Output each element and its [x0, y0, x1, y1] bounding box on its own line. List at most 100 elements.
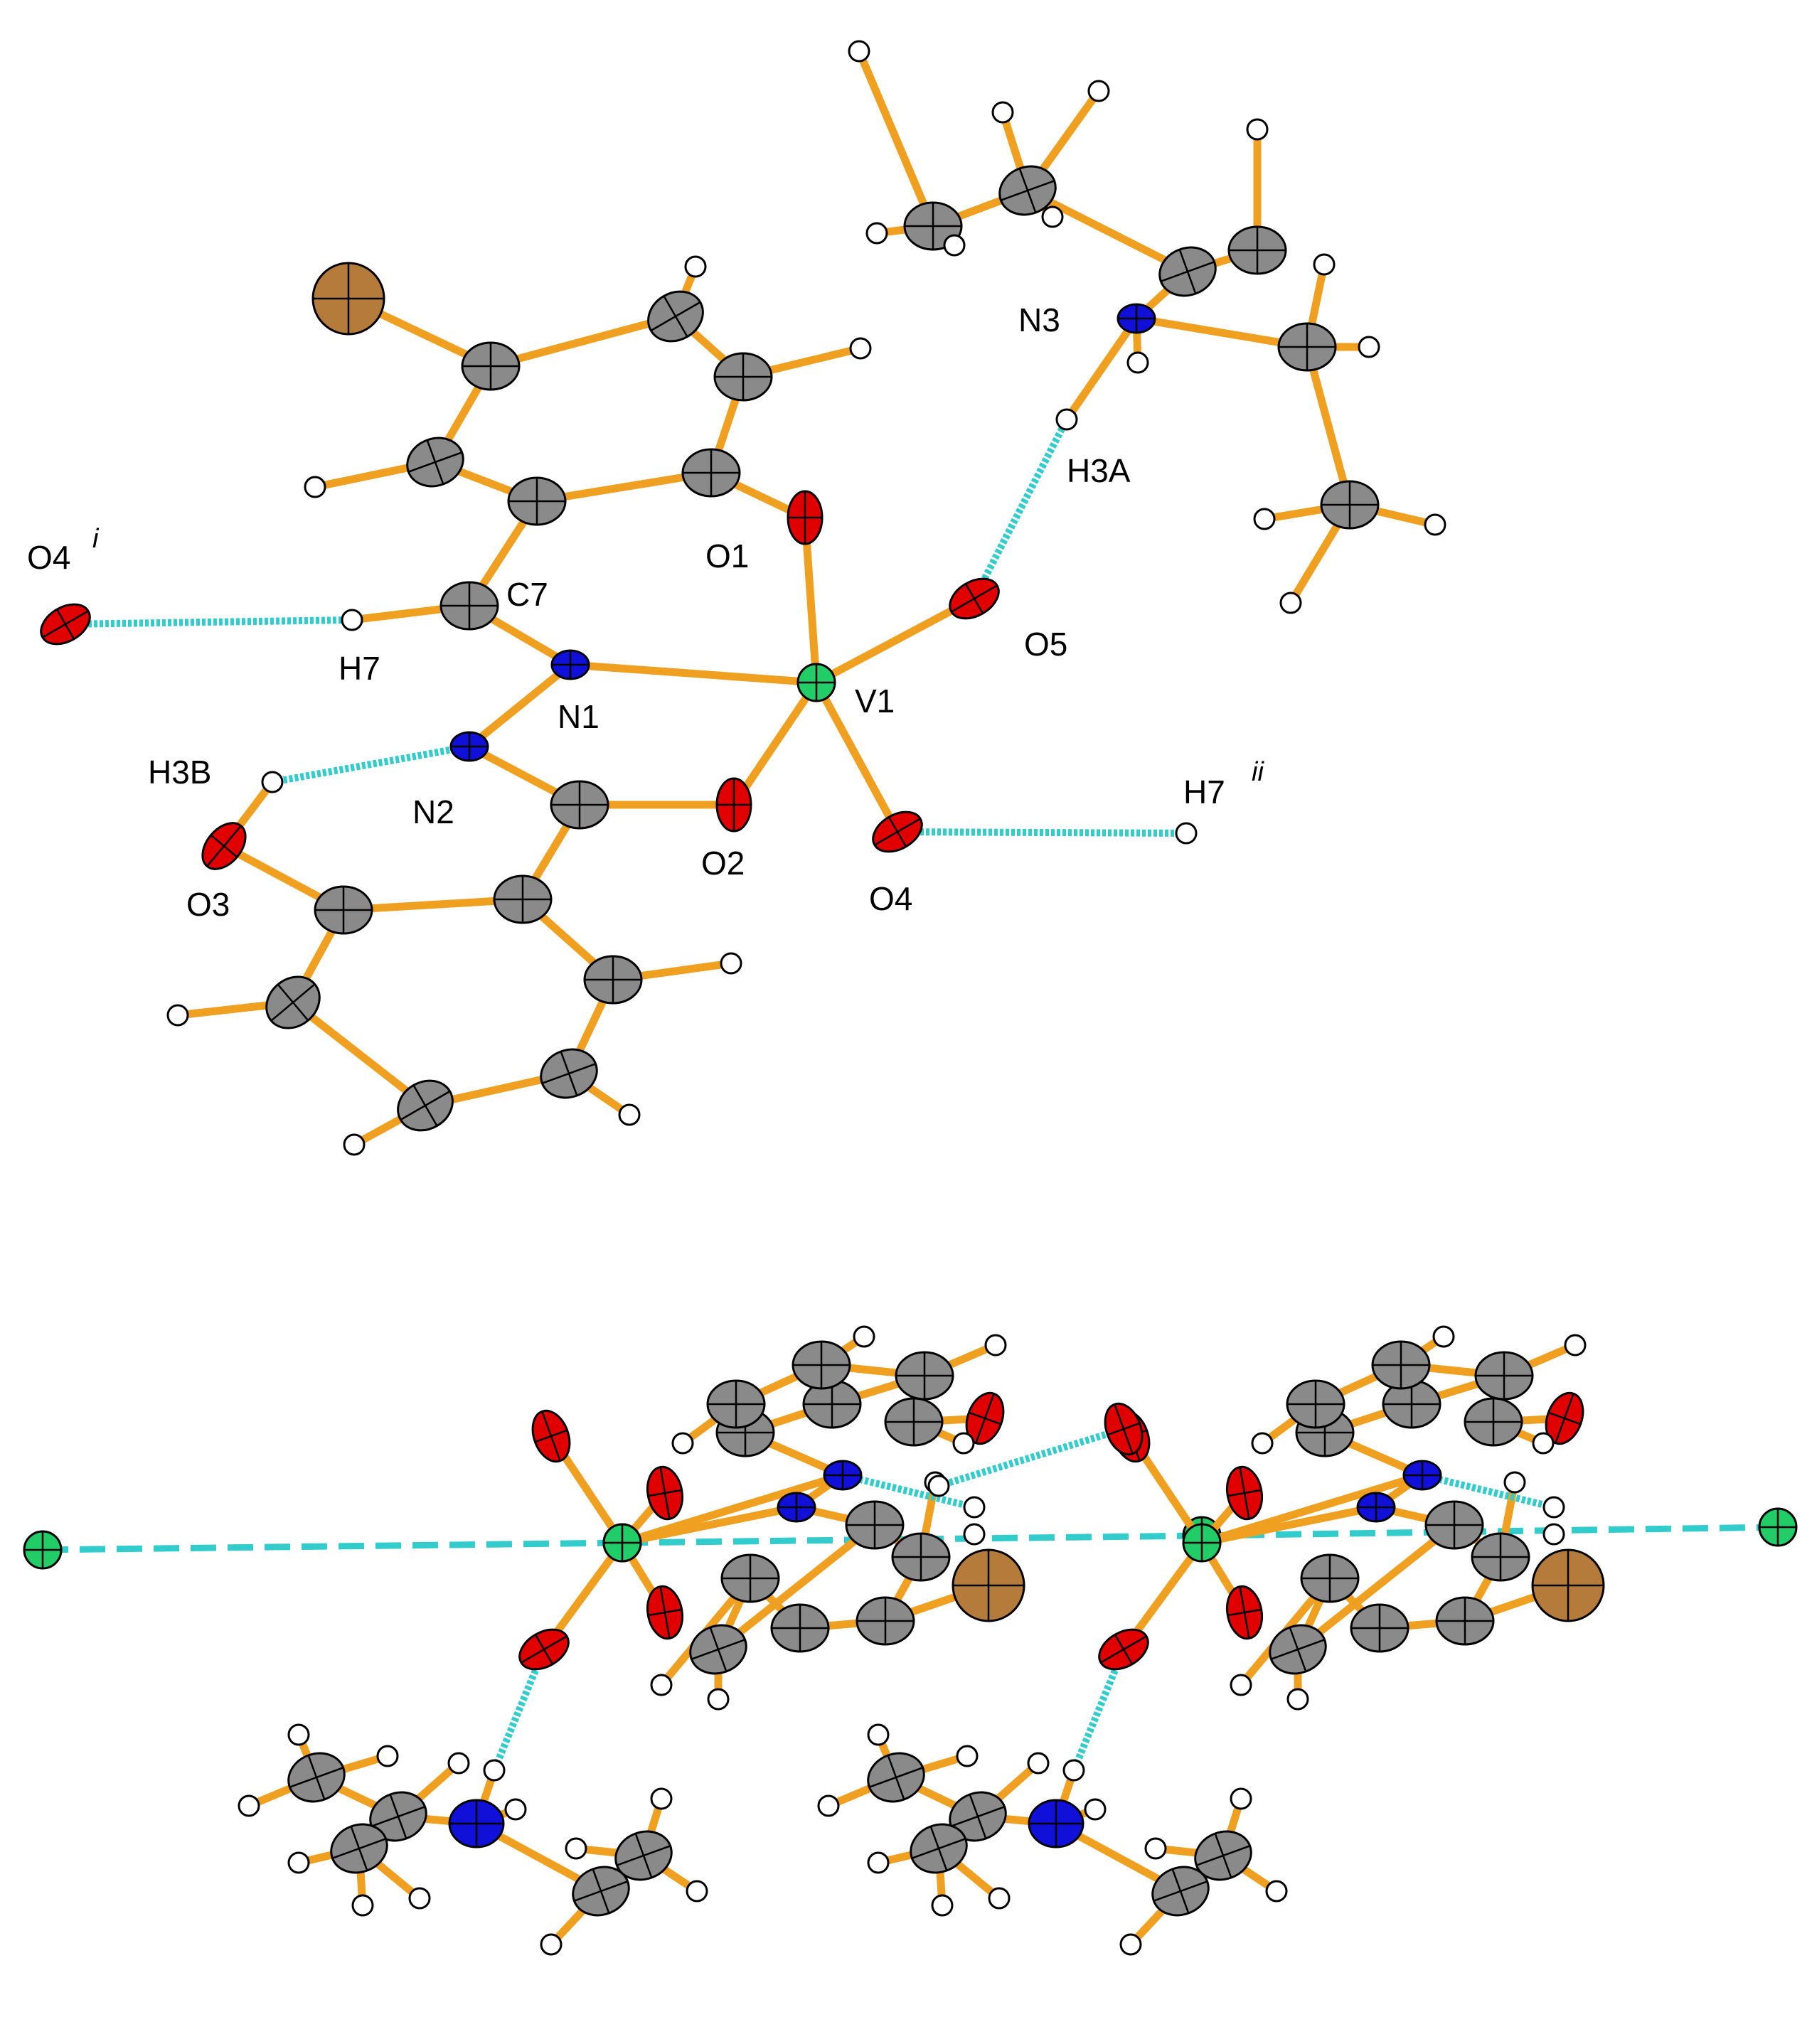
hydrogen-atom: [408, 1887, 431, 1910]
atoms: [238, 1325, 1025, 1956]
carbon-atom: [720, 1553, 780, 1603]
nitrogen-atom: [1402, 1460, 1442, 1491]
hydrogen-atom: [287, 1723, 310, 1746]
hydrogen-atom: [287, 1851, 310, 1874]
carbon-atom: [1474, 1351, 1534, 1401]
complex-unit-1: [238, 1325, 1025, 1956]
carbon-atom: [614, 1830, 673, 1881]
covalent-bond: [566, 660, 821, 687]
hydrogen-atom: [720, 952, 742, 975]
hydrogen-atom: [849, 337, 872, 360]
hydrogen-atom: [650, 1787, 673, 1810]
oxygen-atom: [1226, 1465, 1263, 1521]
carbon-atom: [550, 780, 609, 830]
hydrogen-atom: [1265, 1880, 1288, 1903]
hydrogen-atom: [853, 1325, 875, 1348]
oxygen-atom: [949, 577, 1000, 620]
hydrogen-bond: [272, 743, 470, 786]
carbon-atom: [681, 448, 741, 498]
oxygen-atom: [646, 1465, 683, 1521]
label-n2: N2: [412, 793, 454, 830]
hydrogen-atom: [963, 1496, 986, 1519]
hydrogen-atom: [931, 1894, 954, 1917]
label-n3: N3: [1018, 301, 1060, 338]
hydrogen-atom: [650, 1674, 673, 1696]
nitrogen-atom: [550, 649, 590, 680]
label-o1: O1: [705, 537, 749, 574]
oxygen-atom: [1104, 1402, 1144, 1456]
hydrogen-atom: [1432, 1325, 1455, 1348]
covalent-bond: [812, 678, 902, 836]
carbon-atom: [540, 1048, 598, 1099]
covalent-bond: [1023, 186, 1192, 276]
carbon-atom: [792, 1340, 851, 1390]
hydrogen-atom: [1144, 1837, 1167, 1860]
carbon-atom: [493, 874, 553, 924]
oxygen-atom: [646, 1585, 683, 1640]
nitrogen-atom: [448, 1799, 505, 1848]
carbon-atom: [397, 1079, 454, 1132]
carbon-atom: [461, 341, 521, 391]
hydrogen-atom: [1246, 118, 1269, 141]
hydrogen-atom: [963, 1523, 986, 1546]
hydrogen-atom: [1119, 1933, 1142, 1956]
label-o5: O5: [1024, 626, 1067, 663]
carbon-atom: [1286, 1379, 1345, 1429]
label-h7: H7: [339, 650, 380, 687]
oxygen-atom: [201, 822, 247, 870]
nitrogen-atom: [449, 731, 489, 762]
hydrogen-atom: [1564, 1334, 1587, 1357]
hydrogen-atom: [707, 1688, 730, 1711]
carbon-atom: [1320, 480, 1380, 530]
carbon-atom: [1435, 1596, 1495, 1646]
carbon-atom: [647, 290, 704, 343]
hydrogen-atom: [1286, 1688, 1309, 1711]
vanadium-chain-contact: [42, 1539, 623, 1553]
hydrogen-atom: [1230, 1787, 1252, 1810]
carbon-atom: [1269, 1624, 1327, 1675]
covalent-bond: [465, 660, 575, 751]
nitrogen-atom: [823, 1460, 863, 1491]
hydrogen-atom: [1253, 508, 1276, 530]
nitrogen-atom: [777, 1492, 816, 1523]
oxygen-atom: [715, 777, 752, 833]
carbon-atom: [998, 165, 1057, 216]
carbon-atom: [1227, 225, 1287, 275]
covalent-bond: [339, 895, 527, 914]
oxygen-atom: [518, 1628, 570, 1671]
hydrogen-atom: [991, 101, 1014, 124]
hydrogen-atom: [1279, 592, 1302, 614]
label-h3a: H3A: [1067, 452, 1131, 489]
hydrogen-atom: [1230, 1674, 1252, 1696]
hydrogen-bonds: [65, 417, 1187, 837]
hydrogen-atom: [1532, 1432, 1555, 1455]
hydrogen-atom: [1055, 408, 1078, 431]
vanadium-chain-contact: [622, 1532, 1203, 1546]
label-h7ii: H7: [1183, 774, 1225, 810]
carbon-atom: [287, 1752, 346, 1803]
hydrogen-atom: [1542, 1496, 1565, 1519]
carbon-atom: [1371, 1340, 1431, 1390]
oxygen-atom: [872, 810, 923, 853]
carbon-atom: [572, 1866, 630, 1917]
carbon-atom: [314, 885, 373, 935]
hydrogen-atom: [956, 1745, 979, 1767]
vanadium-atom: [1182, 1523, 1222, 1563]
vanadium-atom: [23, 1530, 63, 1570]
bromine-atom: [311, 262, 385, 336]
carbon-atom: [1158, 246, 1217, 297]
packing-chain-panel: [23, 1325, 1798, 1956]
carbon-atom: [439, 581, 499, 631]
covalent-bond: [801, 513, 821, 687]
carbon-atom: [1350, 1603, 1409, 1653]
covalent-bond: [618, 1503, 801, 1547]
carbon-atom: [1382, 1379, 1441, 1429]
hydrogen-atom: [504, 1798, 527, 1821]
carbon-atom: [706, 1379, 766, 1429]
oxygen-atom: [1098, 1628, 1149, 1671]
covalent-bond: [486, 312, 680, 370]
label-c7: C7: [506, 576, 548, 613]
carbon-atom: [330, 1823, 388, 1874]
carbon-atom: [583, 955, 643, 1005]
